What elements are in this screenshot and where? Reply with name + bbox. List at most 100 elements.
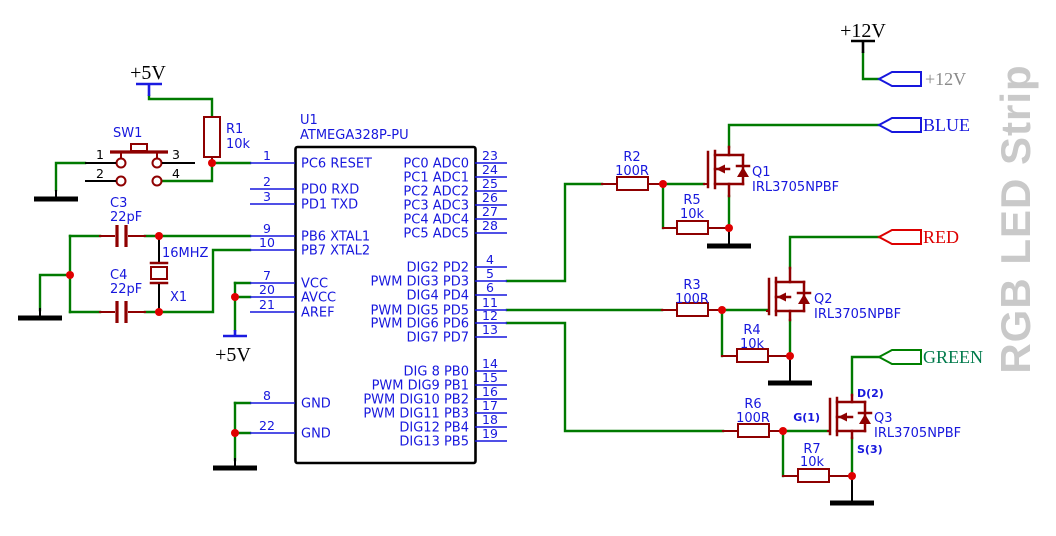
resistor-ref: R6 <box>744 397 761 412</box>
wire-segment <box>850 355 881 397</box>
ic-pin-name: PWM DIG6 PD6 <box>371 317 469 332</box>
junction-dot <box>659 180 667 188</box>
resistor-ref: R5 <box>683 193 700 208</box>
resistor-value: 100R <box>736 411 770 426</box>
power-flag-5v-top: +5V <box>130 62 166 96</box>
transistor-ref: Q2 <box>814 292 833 307</box>
ic-pin-number: 22 <box>259 418 275 433</box>
connector-label-green: GREEN <box>923 347 983 367</box>
junction-dot <box>231 429 239 437</box>
ic-pin-number: 13 <box>482 322 498 337</box>
ground-symbols <box>18 190 874 506</box>
ic-pin-name: DIG7 PD7 <box>407 331 469 346</box>
resistor-ref: R3 <box>683 278 700 293</box>
ic-pin-name: DIG2 PD2 <box>407 261 469 276</box>
power-flag-5v-vcc: +5V <box>215 330 251 366</box>
crystal-x1: 16MHZ X1 <box>149 238 209 310</box>
connector-label-red: RED <box>923 227 959 247</box>
tactile-switch-sw1: SW1 1 2 3 4 <box>85 126 195 187</box>
junction-dot <box>208 159 216 167</box>
connector-green: GREEN <box>876 347 983 367</box>
wire-segment <box>38 273 72 312</box>
resistor-value: 10k <box>226 137 251 152</box>
ic-pin-number: 19 <box>482 426 498 441</box>
wire-segment <box>160 162 214 183</box>
ic-pin-name: PC6 RESET <box>301 157 372 172</box>
ic-pin-number: 6 <box>486 280 494 295</box>
resistor-value: 100R <box>675 292 709 307</box>
ic-pin-name: PC3 ADC3 <box>403 199 469 214</box>
ic-pin-name: PB7 XTAL2 <box>301 244 370 259</box>
junction-dot <box>725 224 733 232</box>
resistor-value: 10k <box>680 207 705 222</box>
ic-pin-number: 25 <box>482 176 498 191</box>
ic-pin-number: 21 <box>259 297 275 312</box>
power-label-5v: +5V <box>130 62 166 84</box>
resistor-value: 100R <box>615 164 649 179</box>
ground-symbol <box>707 230 751 249</box>
ic-pin-number: 15 <box>482 370 498 385</box>
ic-pin-number: 10 <box>259 235 275 250</box>
capacitor-c3: C3 22pF <box>99 196 146 247</box>
connector-12v: +12V <box>876 69 966 89</box>
ic-pin-number: 8 <box>263 388 271 403</box>
ground-symbol <box>768 356 812 386</box>
connector-label-12v: +12V <box>925 69 966 89</box>
wire-segment <box>505 182 604 283</box>
crystal-ref: X1 <box>170 290 187 305</box>
resistor-r5: R5 10k <box>662 193 730 235</box>
junction-dot <box>66 271 74 279</box>
ic-pin-number: 3 <box>263 189 271 204</box>
ic-pin-number: 9 <box>263 221 271 236</box>
ic-pin-name: PC0 ADC0 <box>403 157 469 172</box>
switch-pin-number: 1 <box>96 147 104 162</box>
ground-symbol <box>830 478 874 506</box>
junction-dot <box>786 352 794 360</box>
mosfet-q3: Q3 IRL3705NPBF G(1) D(2) S(3) <box>793 387 961 456</box>
ground-symbol <box>213 458 257 471</box>
junction-dot <box>848 472 856 480</box>
ic-pin-number: 12 <box>482 308 498 323</box>
connector-label-blue: BLUE <box>923 115 970 135</box>
ic-pin-number: 7 <box>263 268 271 283</box>
wire-segment <box>147 94 214 119</box>
ic-pin-number: 18 <box>482 412 498 427</box>
wire-segment <box>788 235 881 270</box>
ic-pin-name: DIG12 PB4 <box>399 421 469 436</box>
transistor-part: IRL3705NPBF <box>752 180 839 195</box>
ic-part-number: ATMEGA328P-PU <box>300 128 409 143</box>
ic-pin-name: VCC <box>301 277 328 292</box>
ic-pin-name: PC1 ADC1 <box>403 171 469 186</box>
ic-pin-name: PWM DIG11 PB3 <box>363 407 469 422</box>
ic-pin-number: 26 <box>482 190 498 205</box>
power-label-5v: +5V <box>215 344 251 366</box>
ic-pin-name: PWM DIG5 PD5 <box>371 304 469 319</box>
resistor-ref: R1 <box>226 122 243 137</box>
transistor-part: IRL3705NPBF <box>874 426 961 441</box>
wire-segment <box>54 161 87 192</box>
ic-pin-number: 16 <box>482 384 498 399</box>
ic-pin-name: PWM DIG9 PB1 <box>372 379 469 394</box>
ic-pin-number: 23 <box>482 148 498 163</box>
switch-pin-number: 4 <box>172 166 180 181</box>
ic-pin-name: DIG4 PD4 <box>407 289 469 304</box>
wire-segment <box>157 248 252 314</box>
ic-pin-name: DIG 8 PB0 <box>404 365 469 380</box>
ic-pin-name: PD1 TXD <box>301 198 358 213</box>
ic-pin-number: 27 <box>482 204 498 219</box>
watermark-text: RGB LED Strip <box>992 64 1039 374</box>
capacitor-value: 22pF <box>110 282 142 297</box>
ic-pin-number: 14 <box>482 356 498 371</box>
transistor-ref: Q1 <box>752 165 771 180</box>
switch-pin-number: 2 <box>96 166 104 181</box>
junction-dot <box>155 308 163 316</box>
ic-pin-name: DIG13 PB5 <box>399 435 469 450</box>
wire-segment <box>861 51 881 81</box>
ic-pin-number: 20 <box>259 282 275 297</box>
transistor-part: IRL3705NPBF <box>814 307 901 322</box>
junction-dot <box>231 293 239 301</box>
ic-pin-name: PWM DIG10 PB2 <box>363 393 469 408</box>
